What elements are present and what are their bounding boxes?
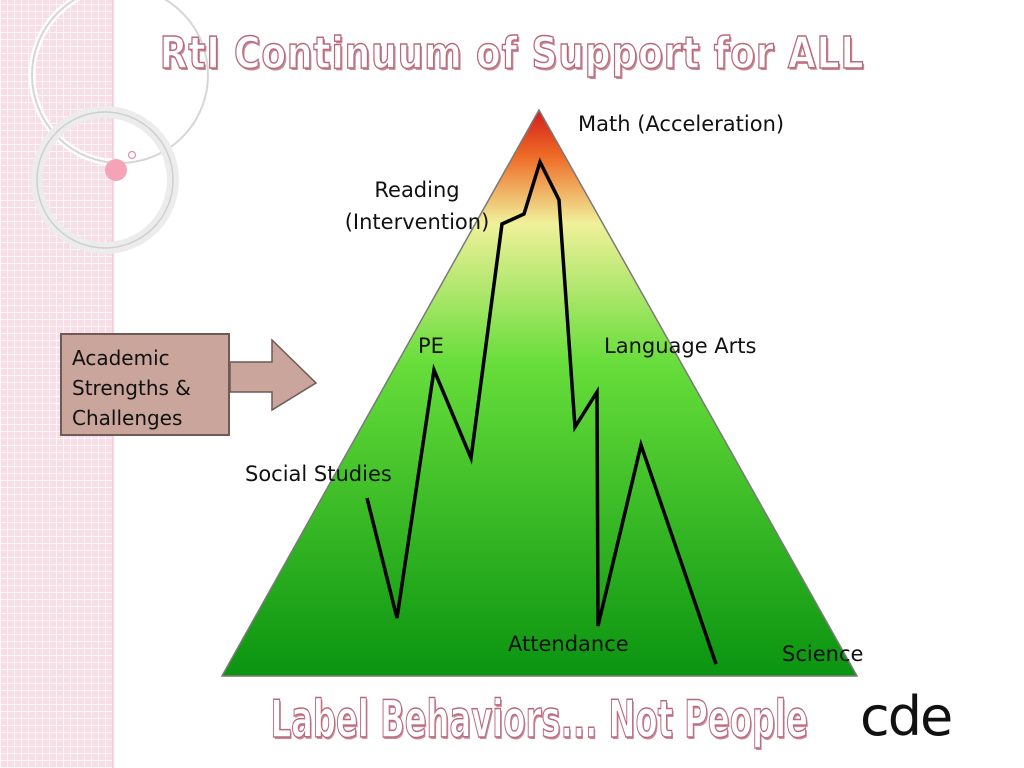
- label-math: Math (Acceleration): [578, 112, 785, 136]
- cde-logo: cde: [860, 685, 953, 748]
- label-pe: PE: [418, 334, 444, 358]
- callout-arrow: [229, 338, 318, 412]
- label-language-arts: Language Arts: [604, 334, 757, 358]
- label-science: Science: [782, 642, 864, 666]
- label-attendance: Attendance: [508, 632, 629, 656]
- label-social-studies: Social Studies: [245, 462, 392, 486]
- decorative-rings: [28, 0, 212, 254]
- callout-box: Academic Strengths & Challenges: [60, 333, 230, 436]
- footer-tagline: Label Behaviors... Not People: [270, 689, 808, 751]
- callout-line-1: Academic: [72, 346, 170, 370]
- student-profile-line: [365, 157, 718, 665]
- callout-line-2: Strengths &: [72, 376, 191, 400]
- callout-line-3: Challenges: [72, 406, 183, 430]
- continuum-triangle: [220, 108, 859, 677]
- label-reading-intervention: (Intervention): [344, 210, 490, 234]
- label-reading: Reading: [374, 178, 460, 202]
- slide-title: RtI Continuum of Support for ALL: [159, 27, 865, 80]
